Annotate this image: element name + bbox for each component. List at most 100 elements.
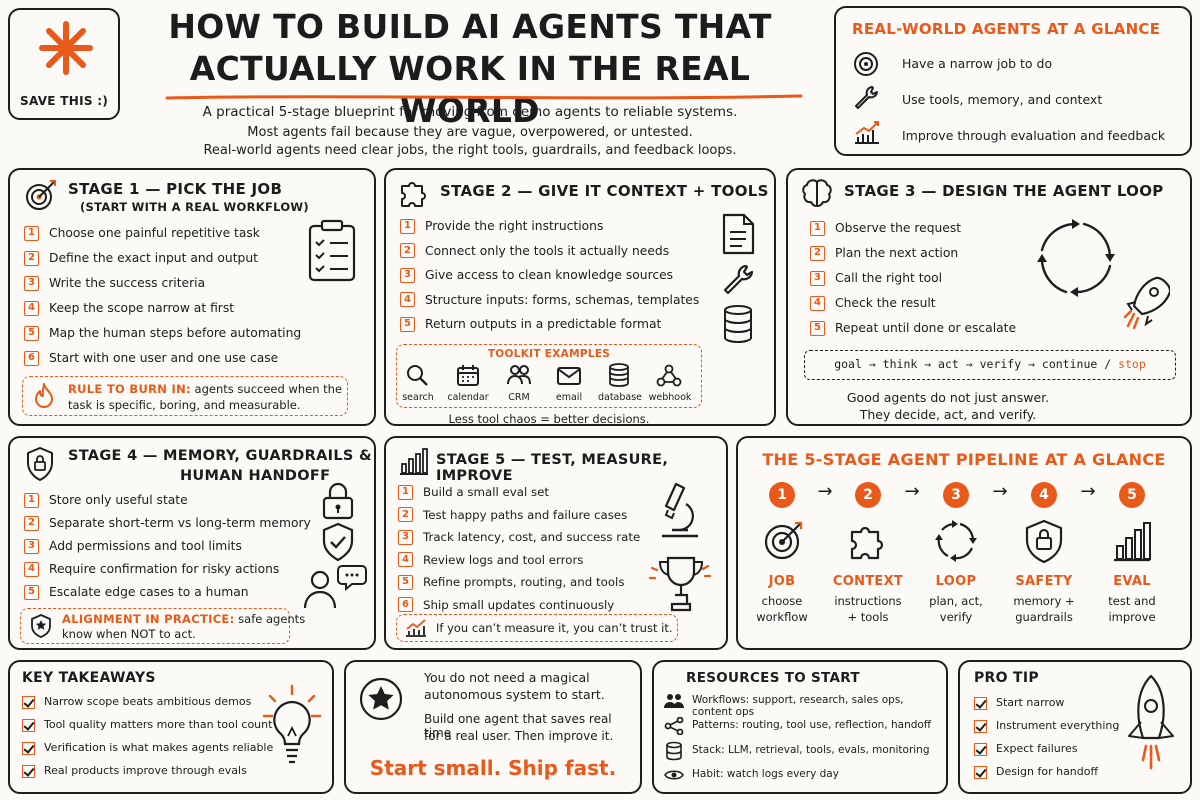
pipeline-step-number: 4 — [1031, 482, 1057, 508]
motto-line3: Build one agent that saves real time — [424, 712, 612, 740]
rule-text-line1: RULE TO BURN IN: agents succeed when the — [68, 382, 343, 396]
target-arrow-icon — [26, 180, 56, 210]
bar-chart-icon — [1114, 522, 1151, 562]
resource-habit: Habit: watch logs every day — [692, 768, 839, 780]
motto-line1: You do not need a magical — [424, 670, 590, 685]
resource-workflows: Workflows: support, research, sales ops,… — [692, 694, 904, 718]
stage1-panel: STAGE 1 — PICK THE JOB (START WITH A REA… — [8, 168, 376, 426]
rocket-icon — [1123, 276, 1170, 330]
tool-label-search: search — [402, 392, 434, 403]
measure-callout — [396, 614, 678, 642]
pro-tip-panel: PRO TIP Start narrow Instrument everythi… — [958, 660, 1192, 794]
list-item: Design for handoff — [974, 764, 1119, 780]
tool-label-crm: CRM — [508, 392, 530, 403]
resource-stack: Stack: LLM, retrieval, tools, evals, mon… — [692, 744, 930, 756]
bar-chart-icon — [400, 448, 428, 475]
padlock-icon — [322, 482, 354, 520]
pipeline-step-name: CONTEXT — [832, 574, 904, 589]
pipeline-step-name: EVAL — [1113, 574, 1151, 589]
list-item: Start narrow — [974, 695, 1119, 711]
webhook-icon — [656, 364, 682, 387]
database-icon — [724, 305, 752, 344]
rocket-icon — [1128, 674, 1174, 770]
stage4-title-line2: HUMAN HANDOFF — [180, 468, 331, 484]
shield-lock-icon — [1025, 519, 1063, 564]
pipeline-step-name: SAFETY — [1015, 574, 1073, 589]
save-this-label: SAVE THIS :) — [20, 94, 109, 108]
pipeline-step-desc: instructions — [834, 594, 902, 608]
stage5-title: STAGE 5 — TEST, MEASURE, IMPROVE — [436, 452, 669, 484]
pipeline-title: THE 5-STAGE AGENT PIPELINE AT A GLANCE — [762, 450, 1166, 469]
stage1-title: STAGE 1 — PICK THE JOB — [68, 180, 283, 198]
target-icon — [854, 52, 878, 76]
arrow-right-icon: → — [992, 481, 1008, 502]
microscope-icon — [662, 482, 698, 538]
motto-cta: Start small. Ship fast. — [369, 756, 617, 780]
alignment-text-line2: know when NOT to act. — [62, 627, 196, 641]
stage5-footer: If you can’t measure it, you can’t trust… — [436, 621, 673, 635]
star-shield-icon — [31, 614, 51, 638]
cycle-arrows-icon — [935, 520, 977, 562]
toolkit-panel — [396, 344, 702, 408]
people-icon — [664, 694, 684, 708]
stack-icon — [666, 741, 682, 761]
takeaways-title: KEY TAKEAWAYS — [22, 670, 156, 686]
checkbox-icon — [974, 742, 987, 756]
growth-chart-icon — [406, 619, 426, 637]
shield-check-icon — [322, 522, 354, 562]
trophy-icon — [648, 556, 712, 612]
stage3-note-line2: They decide, act, and verify. — [859, 407, 1037, 422]
list-item: Real products improve through evals — [22, 763, 273, 779]
glance-item-2: Use tools, memory, and context — [902, 92, 1103, 107]
description-line1: Most agents fail because they are vague,… — [247, 125, 693, 140]
checkbox-icon — [974, 696, 987, 710]
asterisk-logo-icon — [39, 21, 93, 75]
cycle-arrows-icon — [1037, 219, 1115, 297]
rule-text-line2: task is specific, boring, and measurable… — [68, 398, 301, 412]
alignment-callout — [20, 608, 290, 644]
motto-panel: You do not need a magical autonomous sys… — [344, 660, 642, 794]
stage4-title-line1: STAGE 4 — MEMORY, GUARDRAILS & — [68, 448, 372, 464]
takeaways-list: Narrow scope beats ambitious demos Tool … — [22, 694, 273, 779]
resources-panel: RESOURCES TO START Workflows: support, r… — [652, 660, 948, 794]
list-item: Verification is what makes agents reliab… — [22, 740, 273, 756]
motto-line2: autonomous system to start. — [424, 687, 605, 702]
page-title-line2: ACTUALLY WORK IN THE REAL WORLD — [189, 49, 751, 130]
pipeline-step-desc: improve — [1108, 610, 1156, 624]
puzzle-icon — [850, 526, 884, 560]
pipeline-panel: THE 5-STAGE AGENT PIPELINE AT A GLANCE 1… — [736, 436, 1192, 650]
puzzle-icon — [401, 182, 426, 207]
resource-patterns: Patterns: routing, tool use, reflection,… — [692, 719, 932, 731]
pipeline-step-name: LOOP — [935, 574, 977, 589]
motto-line4: for a real user. Then improve it. — [424, 729, 614, 743]
eye-icon — [664, 770, 684, 780]
arrow-right-icon: → — [1080, 481, 1096, 502]
tool-label-webhook: webhook — [648, 392, 692, 403]
resources-title: RESOURCES TO START — [686, 670, 860, 686]
brain-icon — [802, 179, 832, 207]
tool-label-database: database — [597, 392, 643, 403]
checkbox-icon — [974, 765, 987, 779]
checkbox-icon — [22, 741, 35, 755]
checkbox-icon — [22, 695, 35, 709]
